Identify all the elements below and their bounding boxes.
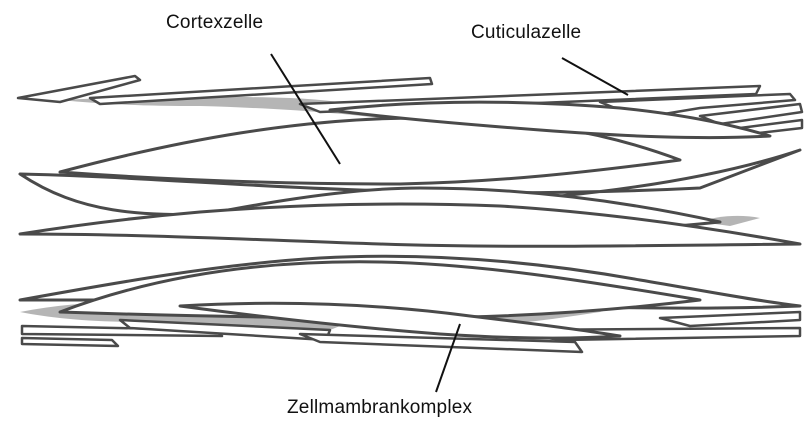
cell-membrane-complex-label: Zellmambrankomplex [287,397,472,419]
cuticle-cell-label: Cuticulazelle [471,22,581,44]
cuticle-cell-leader-line [562,58,628,95]
cortex-cell-label: Cortexzelle [166,12,263,34]
cortex-cells [20,102,800,338]
